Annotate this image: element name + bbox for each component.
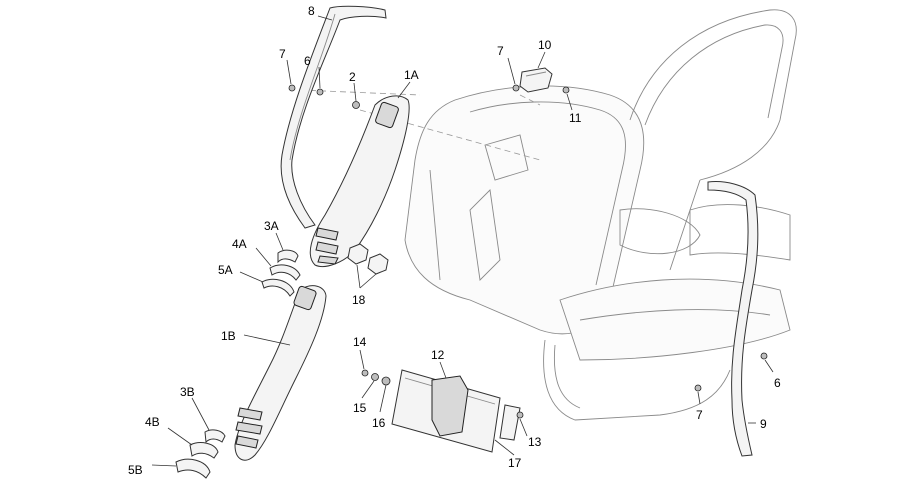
callout-11: 11 [569, 111, 582, 125]
screw-7-mid [512, 84, 520, 92]
callout-8: 8 [308, 4, 315, 18]
callout-4A: 4A [232, 237, 247, 251]
horn-cover-part-1B [234, 285, 327, 461]
callout-7-bottom: 7 [696, 408, 703, 422]
callout-17: 17 [508, 456, 522, 470]
screw-6-top [316, 88, 324, 96]
callout-18: 18 [352, 293, 366, 307]
trim-piece-part-4A [269, 264, 301, 281]
trim-strip-part-9 [707, 181, 759, 457]
callout-9: 9 [760, 417, 767, 431]
bracket-part-12 [431, 375, 469, 437]
trim-strip-part-8 [280, 5, 387, 229]
callout-7-top: 7 [279, 47, 286, 61]
callout-14: 14 [353, 335, 367, 349]
callout-10: 10 [538, 38, 552, 52]
callout-2: 2 [349, 70, 356, 84]
bracket-part-10 [519, 67, 553, 93]
callout-5B: 5B [128, 463, 143, 477]
screw-11 [562, 86, 570, 94]
horn-cover-part-1A [309, 95, 410, 267]
callout-1A: 1A [404, 68, 419, 82]
bracket-part-13 [499, 404, 521, 441]
callout-6-right: 6 [774, 376, 781, 390]
callout-3A: 3A [264, 219, 279, 233]
hardware [288, 84, 768, 419]
cube-part-18 [347, 243, 389, 275]
callout-labels: 8 7 6 2 1A 7 10 11 3A 4A 5A 18 1B 14 12 … [128, 4, 781, 477]
screw-6-right [760, 352, 768, 360]
callout-12: 12 [431, 348, 445, 362]
trim-piece-part-3A [277, 249, 299, 264]
callout-3B: 3B [180, 385, 195, 399]
leader-lines [151, 15, 774, 467]
nut-14 [361, 369, 369, 377]
trim-piece-part-5A [261, 278, 295, 297]
callout-13: 13 [528, 435, 542, 449]
callout-4B: 4B [145, 415, 160, 429]
callout-1B: 1B [221, 329, 236, 343]
trim-piece-part-5B [175, 458, 211, 479]
callout-16: 16 [372, 416, 386, 430]
screw-7-top [288, 84, 296, 92]
callout-15: 15 [353, 401, 367, 415]
callout-6-top: 6 [304, 54, 311, 68]
screw-7-bottom [694, 384, 702, 392]
callout-5A: 5A [218, 263, 233, 277]
washer-16 [381, 376, 391, 386]
callout-7-mid: 7 [497, 44, 504, 58]
trim-piece-part-3B [204, 429, 226, 444]
washer-15 [371, 373, 379, 381]
scooter-body [299, 9, 797, 421]
nut-2 [352, 101, 360, 109]
trim-piece-part-4B [189, 442, 219, 459]
screw-13 [516, 411, 524, 419]
